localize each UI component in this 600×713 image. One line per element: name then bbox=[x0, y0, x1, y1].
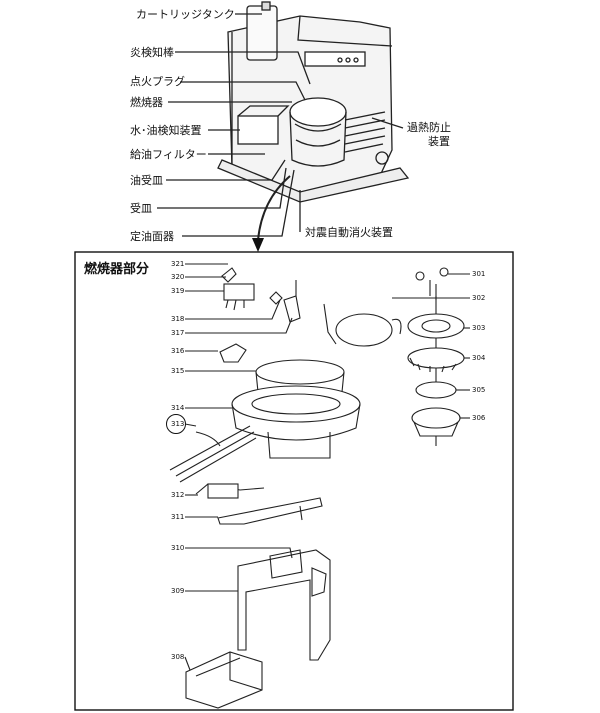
label-water-oil-detector: 水･油検知装置 bbox=[130, 124, 202, 137]
label-cartridge-tank: カートリッジタンク bbox=[136, 8, 235, 21]
part-303: 303 bbox=[472, 324, 486, 332]
label-overheat-line1: 過熱防止 bbox=[407, 121, 451, 134]
part-318: 318 bbox=[171, 315, 185, 323]
part-309: 309 bbox=[171, 587, 185, 595]
section-title: 燃焼器部分 bbox=[84, 262, 150, 277]
part-308: 308 bbox=[171, 653, 185, 661]
part-319: 319 bbox=[171, 287, 185, 295]
part-315: 315 bbox=[171, 367, 185, 375]
label-oil-pan: 油受皿 bbox=[130, 174, 163, 187]
label-overheat-line2: 装置 bbox=[428, 135, 450, 148]
label-ignition-plug: 点火プラグ bbox=[130, 75, 185, 88]
label-quake-shutoff: 対震自動消火装置 bbox=[305, 226, 393, 239]
part-304: 304 bbox=[472, 354, 486, 362]
part-314: 314 bbox=[171, 404, 185, 412]
label-burner: 燃焼器 bbox=[130, 96, 163, 109]
label-flame-rod: 炎検知棒 bbox=[130, 46, 174, 59]
part-310: 310 bbox=[171, 544, 185, 552]
part-313: 313 bbox=[171, 420, 185, 428]
part-305: 305 bbox=[472, 386, 486, 394]
part-316: 316 bbox=[171, 347, 185, 355]
part-317: 317 bbox=[171, 329, 185, 337]
part-301: 301 bbox=[472, 270, 486, 278]
part-313-highlight bbox=[166, 414, 186, 434]
label-constant-oil-level: 定油面器 bbox=[130, 230, 174, 243]
label-oil-filter: 給油フィルター bbox=[130, 148, 207, 161]
part-321: 321 bbox=[171, 260, 185, 268]
part-302: 302 bbox=[472, 294, 486, 302]
part-320: 320 bbox=[171, 273, 185, 281]
label-receiving-pan: 受皿 bbox=[130, 202, 152, 215]
part-312: 312 bbox=[171, 491, 185, 499]
part-311: 311 bbox=[171, 513, 185, 521]
part-306: 306 bbox=[472, 414, 486, 422]
